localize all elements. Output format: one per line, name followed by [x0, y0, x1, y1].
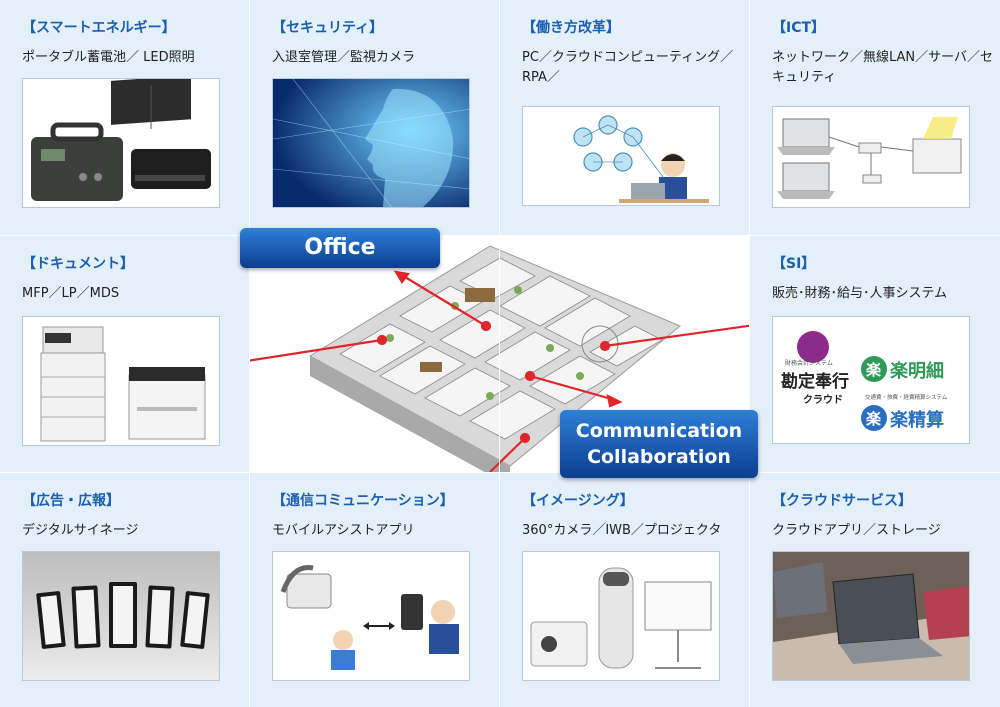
comm-label-line2: Collaboration [587, 446, 731, 468]
portable-battery-image [22, 78, 220, 208]
cell-desc: モバイルアシストアプリ [272, 523, 415, 538]
cell-title: 【セキュリティ】 [272, 20, 384, 36]
si-logos-image: 財務会計システム 勘定奉行 クラウド 楽 楽明細 交通費・旅費・経費精算システム… [772, 316, 970, 444]
cloud-laptops-image [772, 551, 970, 681]
raku-meisai: 楽明細 [890, 360, 944, 382]
cell-desc: デジタルサイネージ [22, 523, 139, 538]
cell-document: 【ドキュメント】 MFP／LP／MDS [0, 236, 249, 472]
cell-title: 【イメージング】 [522, 493, 634, 509]
cell-advertising: 【広告・広報】 デジタルサイネージ [0, 473, 249, 707]
cell-desc: ポータブル蓄電池／ LED照明 [22, 50, 195, 65]
cell-cloud: 【クラウドサービス】 クラウドアプリ／ストレージ [750, 473, 1000, 707]
mobile-assist-image [272, 551, 470, 681]
cell-title: 【ICT】 [772, 20, 826, 36]
office-floor-illustration [239, 236, 763, 486]
cell-workstyle: 【働き方改革】 PC／クラウドコンピューティング／RPA／ [500, 0, 749, 235]
network-image [772, 106, 970, 208]
printer-image [22, 316, 220, 446]
cell-desc: 販売･財務･給与･人事システム [772, 286, 948, 301]
cell-desc: ネットワーク／無線LAN／サーバ／セキュリティ [772, 50, 994, 85]
raku-mark-2: 楽 [866, 410, 882, 428]
cell-si: 【SI】 販売･財務･給与･人事システム 財務会計システム 勘定奉行 クラウド … [750, 236, 1000, 472]
security-face-image [272, 78, 470, 208]
imaging-devices-image [522, 551, 720, 681]
cell-smart-energy: 【スマートエネルギー】 ポータブル蓄電池／ LED照明 [0, 0, 249, 235]
cell-title: 【SI】 [772, 256, 816, 272]
grid-line [749, 0, 750, 707]
grid-line [499, 0, 500, 707]
signage-image [22, 551, 220, 681]
cell-desc: クラウドアプリ／ストレージ [772, 523, 941, 538]
kanjo-sub: クラウド [803, 394, 843, 406]
raku-mark: 楽 [866, 361, 882, 379]
cell-title: 【スマートエネルギー】 [22, 20, 176, 36]
grid-line [249, 0, 250, 707]
cell-title: 【クラウドサービス】 [772, 493, 912, 509]
grid-line [0, 235, 1000, 236]
cell-desc: 入退室管理／監視カメラ [272, 50, 416, 65]
office-label: Office [240, 228, 440, 268]
office-label-text: Office [304, 235, 376, 260]
raku-seisan-small: 交通費・旅費・経費精算システム [865, 393, 948, 401]
remote-work-image [522, 106, 720, 206]
cell-security: 【セキュリティ】 入退室管理／監視カメラ [250, 0, 499, 235]
cell-title: 【働き方改革】 [522, 20, 620, 36]
cell-imaging: 【イメージング】 360°カメラ／IWB／プロジェクタ [500, 473, 749, 707]
cell-title: 【広告・広報】 [22, 493, 120, 509]
cell-title: 【通信コミュニケーション】 [272, 493, 454, 509]
cell-telecom: 【通信コミュニケーション】 モバイルアシストアプリ [250, 473, 499, 707]
grid-line [0, 472, 1000, 473]
cell-desc: MFP／LP／MDS [22, 286, 120, 301]
raku-seisan: 楽精算 [890, 409, 944, 431]
red-arrows [239, 270, 763, 473]
communication-collaboration-label: Communication Collaboration [560, 410, 758, 478]
cell-desc: 360°カメラ／IWB／プロジェクタ [522, 523, 722, 538]
kanjo-small: 財務会計システム [785, 359, 833, 367]
cell-title: 【ドキュメント】 [22, 256, 134, 272]
kanjo-main: 勘定奉行 [781, 371, 849, 392]
floor-plan [309, 245, 681, 486]
comm-label-line1: Communication [575, 420, 743, 442]
cell-ict: 【ICT】 ネットワーク／無線LAN／サーバ／セキュリティ [750, 0, 1000, 235]
cell-desc: PC／クラウドコンピューティング／RPA／ [522, 50, 734, 85]
